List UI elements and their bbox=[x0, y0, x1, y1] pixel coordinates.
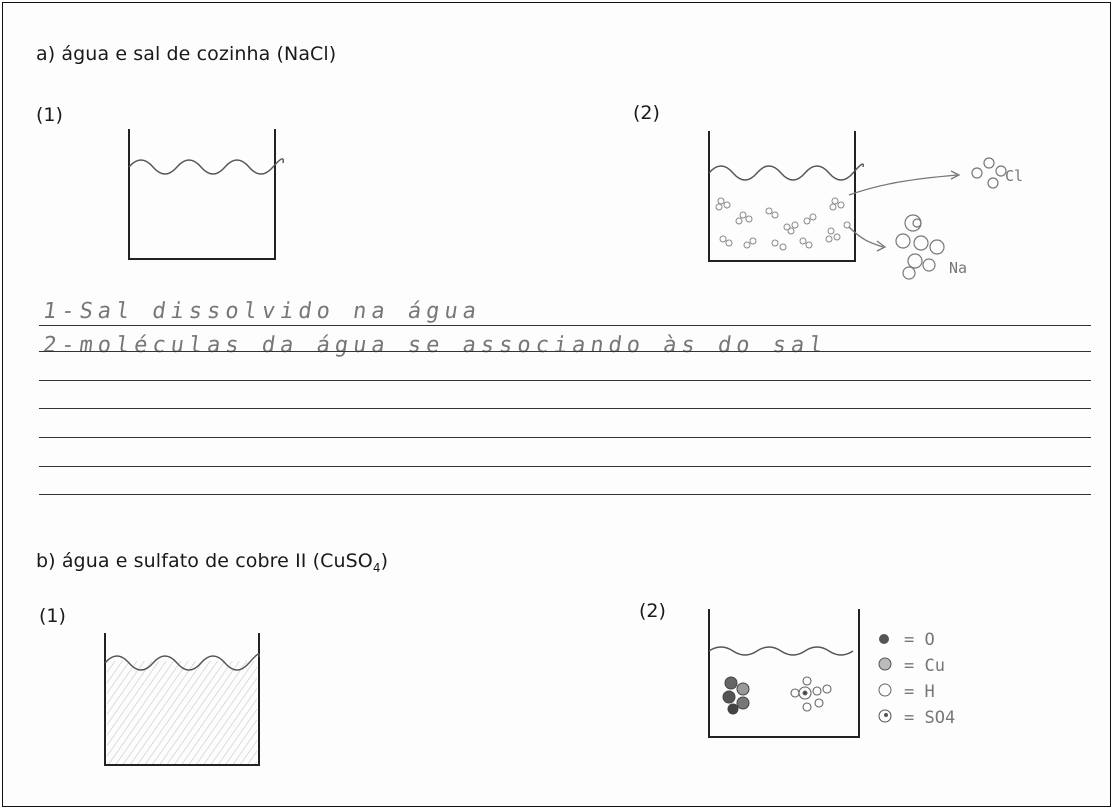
filled-circle-icon bbox=[878, 630, 904, 650]
ion-label-cl: Cl bbox=[1005, 167, 1024, 185]
question-a-title: a) água e sal de cozinha (NaCl) bbox=[36, 43, 337, 65]
question-b-label-1: (1) bbox=[39, 605, 66, 627]
beaker-a1 bbox=[128, 129, 284, 260]
legend-item-so4: = SO4 bbox=[878, 705, 955, 731]
beaker-b1 bbox=[104, 633, 260, 766]
ruled-line bbox=[39, 380, 1091, 382]
answer-line-2: 2-moléculas da água se associando às do … bbox=[41, 333, 830, 358]
ion-diagram bbox=[848, 157, 1007, 280]
legend-item-h: = H bbox=[878, 679, 955, 705]
hatched-circle-icon bbox=[878, 656, 904, 676]
question-a-label-2: (2) bbox=[633, 102, 660, 124]
ruled-line bbox=[39, 466, 1091, 468]
ruled-line bbox=[39, 325, 1091, 327]
ruled-line bbox=[39, 408, 1091, 410]
legend-item-o: = O bbox=[878, 627, 955, 653]
answer-line-1: 1-Sal dissolvido na água bbox=[41, 299, 483, 324]
question-b-label-2: (2) bbox=[639, 600, 666, 622]
ruled-line bbox=[39, 351, 1091, 353]
ruled-line bbox=[39, 437, 1091, 439]
beaker-a2 bbox=[708, 131, 864, 262]
question-a-label-1: (1) bbox=[36, 104, 63, 126]
question-b-title: b) água e sulfato de cobre II (CuSO4) bbox=[36, 550, 389, 575]
legend-item-cu: = Cu bbox=[878, 653, 955, 679]
open-circle-icon bbox=[878, 682, 904, 702]
beaker-b2 bbox=[708, 609, 860, 738]
legend-b: = O = Cu = H = SO4 bbox=[878, 627, 955, 731]
dotted-circle-icon bbox=[878, 708, 904, 728]
ion-label-na: Na bbox=[949, 259, 968, 277]
ruled-line bbox=[39, 494, 1091, 496]
